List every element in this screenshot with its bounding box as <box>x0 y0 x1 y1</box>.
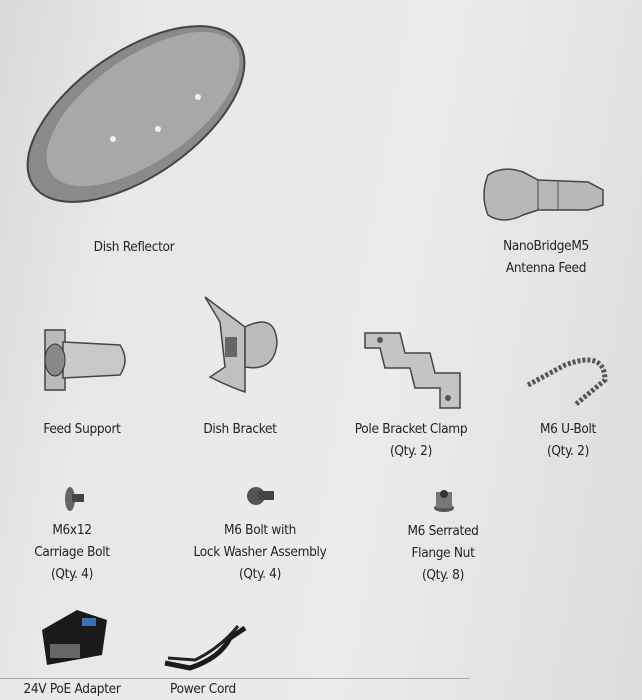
flange-nut-image <box>434 490 454 512</box>
label-dish-bracket: Dish Bracket <box>203 421 277 437</box>
label-dish-reflector: Dish Reflector <box>93 239 175 255</box>
carriage-bolt-image <box>65 487 84 511</box>
dish-bracket-image <box>204 296 278 394</box>
bolt-lock-washer-image <box>247 487 274 505</box>
power-cord-image <box>164 625 247 671</box>
label-pole-bracket-clamp: Pole Bracket Clamp(Qty. 2) <box>354 421 468 459</box>
label-feed-support: Feed Support <box>43 421 121 437</box>
pole-bracket-clamp-image <box>364 332 461 409</box>
label-u-bolt: M6 U-Bolt(Qty. 2) <box>539 421 597 459</box>
u-bolt-image <box>526 357 608 407</box>
divider-line <box>0 678 470 679</box>
poe-adapter-image <box>42 610 107 665</box>
label-poe-adapter: 24V PoE Adapter <box>23 681 121 697</box>
dish-reflector-image <box>26 25 246 203</box>
antenna-feed-image <box>483 168 604 221</box>
label-power-cord: Power Cord <box>170 681 236 697</box>
feed-support-image <box>44 329 126 391</box>
